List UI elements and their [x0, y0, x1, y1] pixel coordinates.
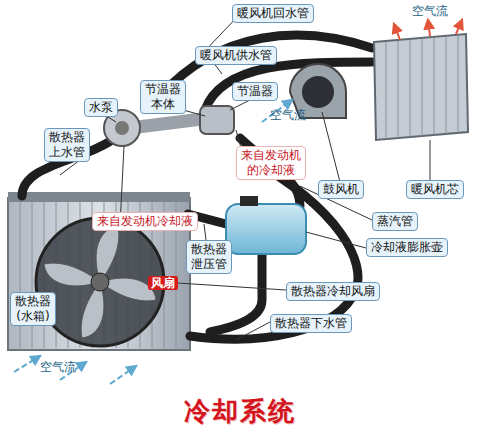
leader-lines: [60, 14, 430, 340]
callout-text: 散热器冷却风扇: [291, 284, 375, 299]
air-flow-arrows: [14, 100, 292, 384]
fan-hub: [91, 273, 109, 291]
callout-text: 蒸汽管: [377, 214, 413, 229]
callout-text: 散热器 (水箱): [15, 294, 51, 324]
callout-box: 暖风机芯: [406, 180, 464, 199]
callout-box: 鼓风机: [318, 180, 364, 199]
heater-core: [374, 34, 468, 140]
part-label: 风扇: [148, 276, 178, 290]
callout-box: 来自发动机冷却液: [92, 212, 198, 231]
blower-wheel: [302, 76, 334, 108]
callout-text: 暖风机芯: [411, 182, 459, 197]
callout-box: 冷却液膨胀壶: [366, 238, 448, 257]
hot-air-arrows: [394, 20, 462, 40]
callout-text: 节温器 本体: [145, 82, 181, 112]
heater-fins: [386, 36, 458, 139]
callout-text: 来自发动机 的冷却液: [241, 148, 301, 178]
engine-pipe: [130, 118, 210, 128]
callout-box: 散热器下水管: [270, 314, 352, 333]
callout-text: 节温器: [237, 84, 273, 99]
water-pump-hub: [115, 121, 129, 135]
callout-text: 冷却液膨胀壶: [371, 240, 443, 255]
callout-box: 暖风机回水管: [232, 4, 314, 23]
callout-box: 节温器: [232, 82, 278, 101]
callout-text: 暖风机回水管: [237, 6, 309, 21]
callout-box: 散热器 上水管: [44, 128, 90, 162]
part-label: 空气流: [412, 4, 448, 18]
callout-box: 来自发动机 的冷却液: [236, 146, 306, 180]
callout-text: 水泵: [89, 100, 113, 115]
fan-shroud: [36, 218, 164, 346]
callout-text: 暖风机供水管: [200, 48, 272, 63]
callout-text: 散热器下水管: [275, 316, 347, 331]
diagram-title: 冷却系统: [184, 394, 296, 429]
callout-text: 散热器 泄压管: [191, 242, 227, 272]
callout-box: 节温器 本体: [140, 80, 186, 114]
callout-box: 散热器冷却风扇: [286, 282, 380, 301]
part-label: 空气流: [40, 360, 76, 374]
radiator-tank-top: [8, 192, 190, 202]
callout-box: 散热器 (水箱): [10, 292, 56, 326]
part-label: 空气流: [270, 108, 306, 122]
callout-text: 鼓风机: [323, 182, 359, 197]
fan-blades: [44, 226, 156, 338]
tank-cap: [240, 196, 258, 206]
callout-box: 水泵: [84, 98, 118, 117]
callout-box: 暖风机供水管: [195, 46, 277, 65]
callout-text: 散热器 上水管: [49, 130, 85, 160]
expansion-tank: [226, 204, 306, 254]
callout-text: 来自发动机冷却液: [97, 214, 193, 229]
thermostat: [200, 106, 234, 134]
callout-box: 蒸汽管: [372, 212, 418, 231]
callout-box: 散热器 泄压管: [186, 240, 232, 274]
